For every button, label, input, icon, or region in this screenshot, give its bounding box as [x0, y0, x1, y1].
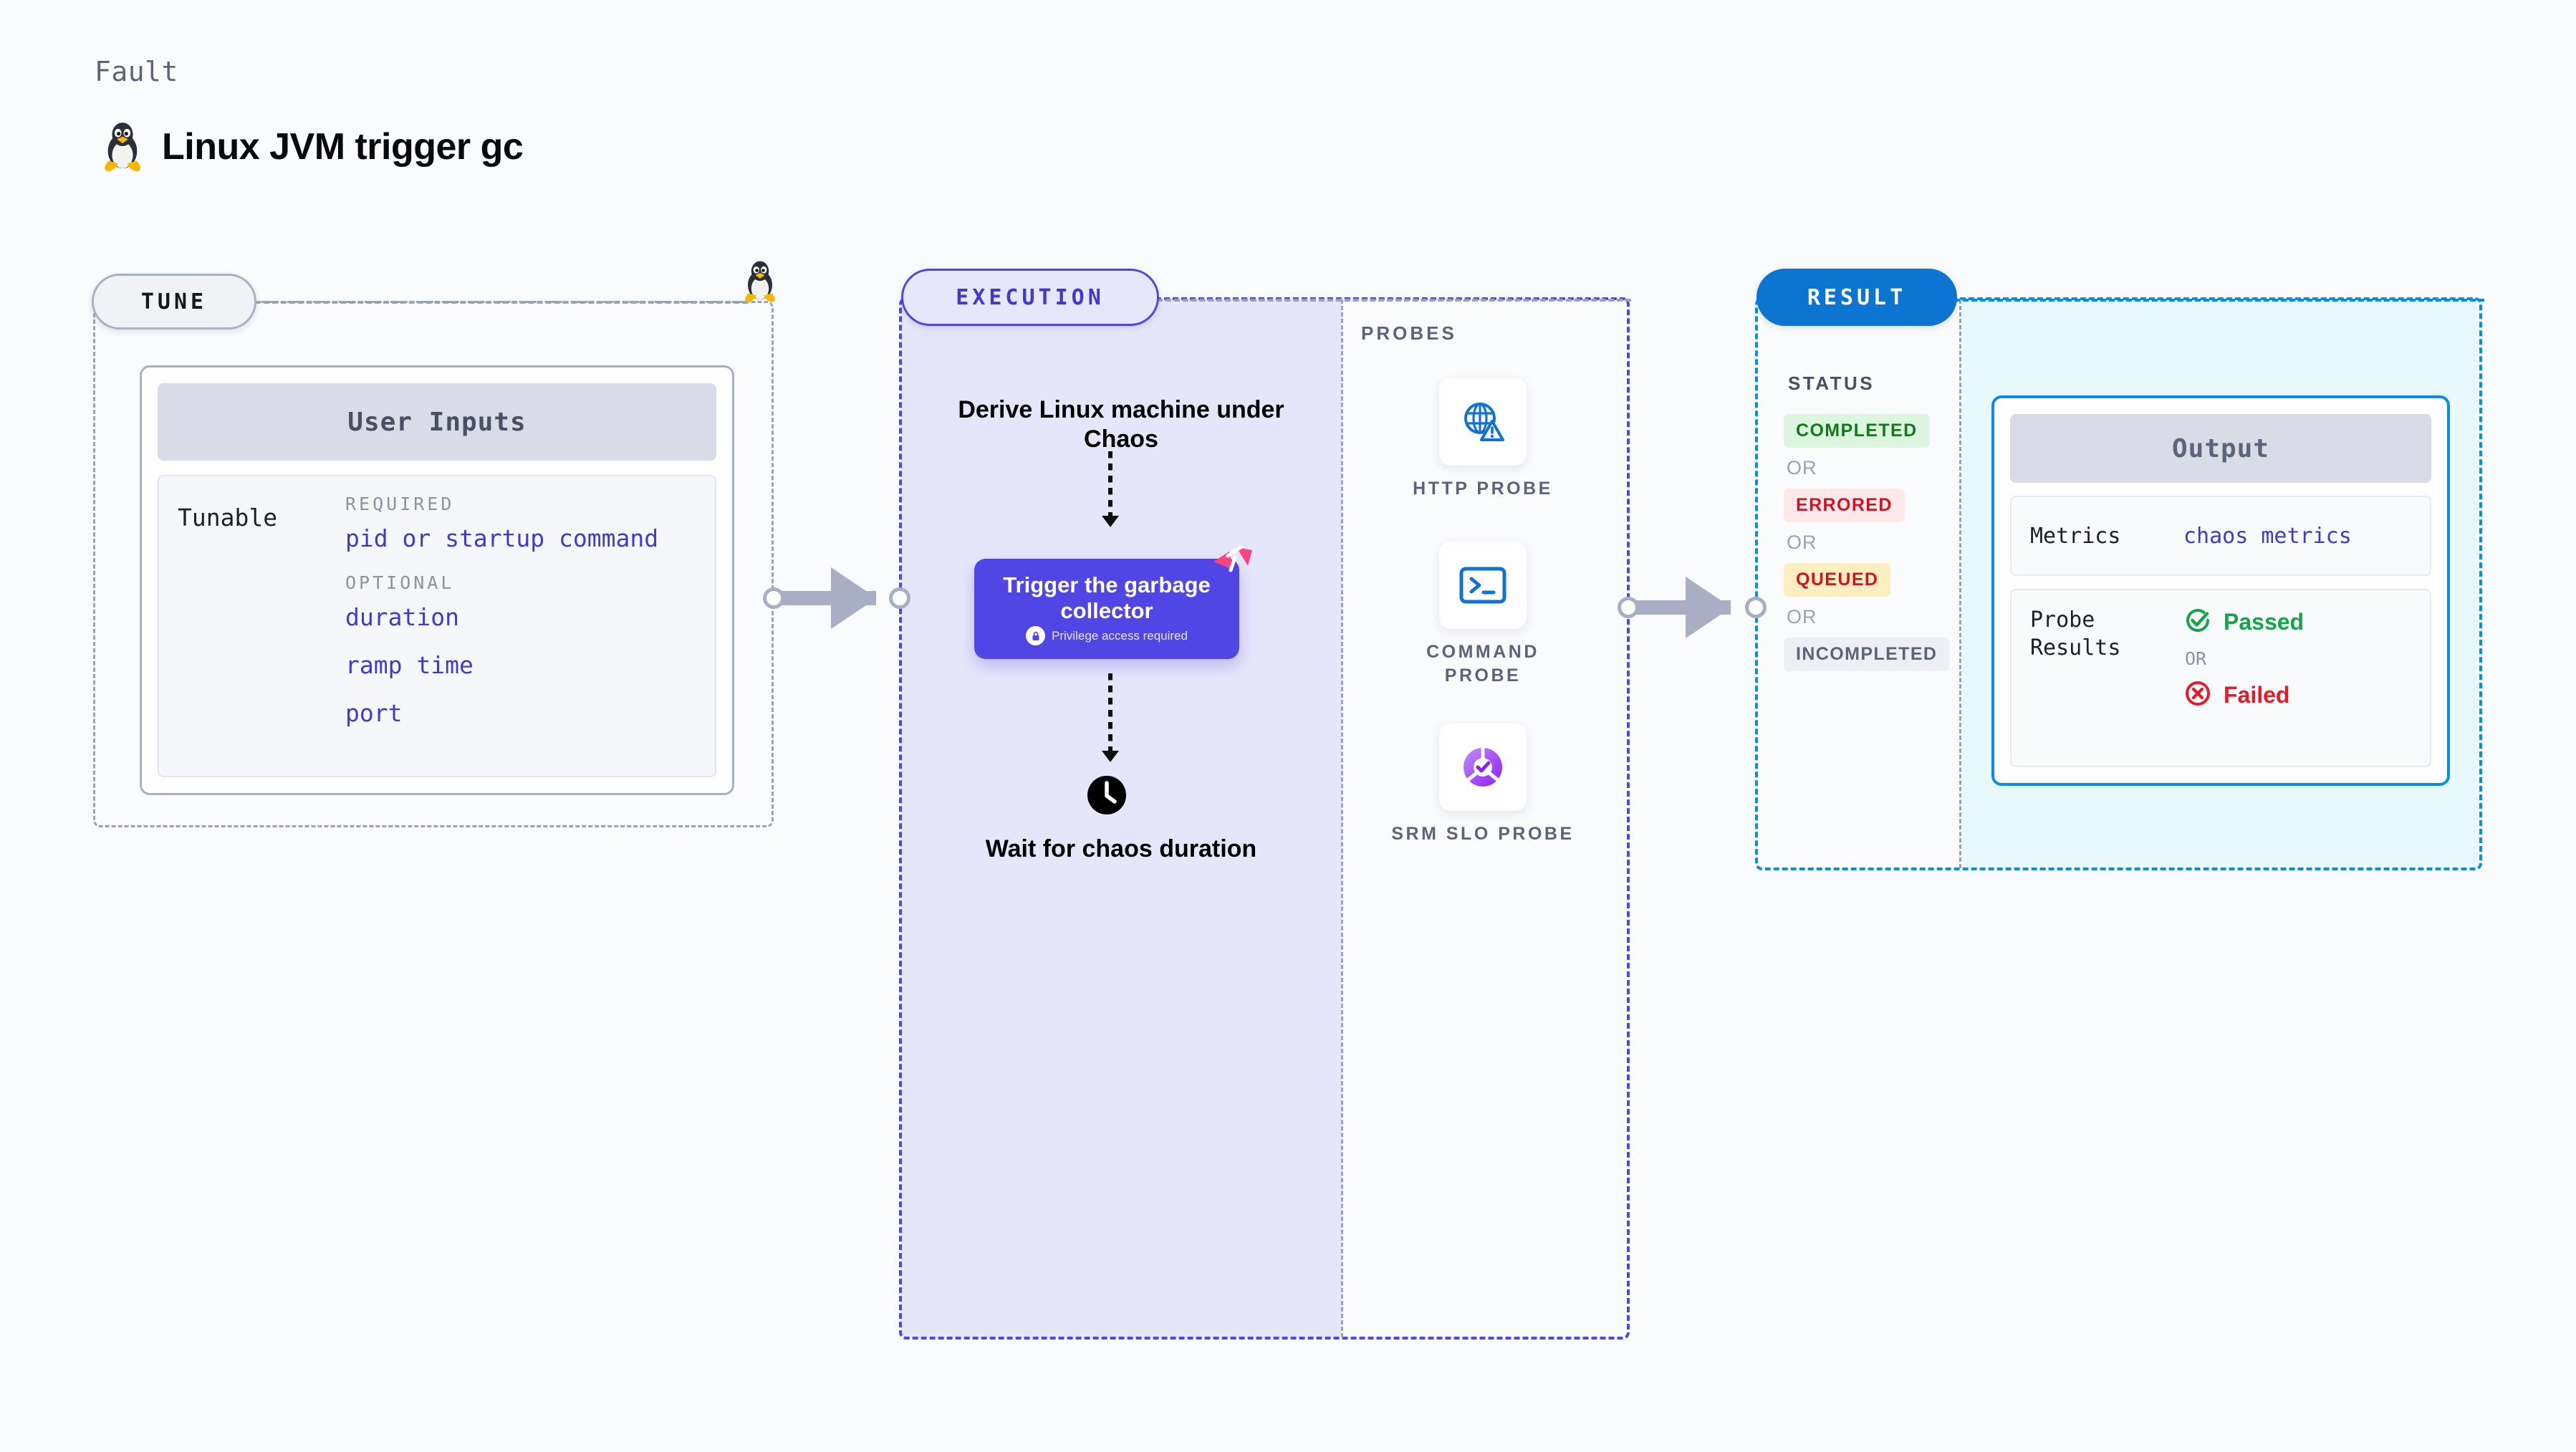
tunable-panel: Tunable REQUIRED pid or startup command … [158, 475, 716, 777]
tunable-item-ramp-time[interactable]: ramp time [345, 651, 474, 679]
check-circle-icon [2183, 606, 2212, 638]
status-badge-incompleted: INCOMPLETED [1784, 638, 1950, 671]
output-metrics-row: Metrics chaos metrics [2010, 496, 2431, 576]
execution-probes-divider [1341, 299, 1343, 1337]
flow-arrow-down-2 [1102, 673, 1119, 762]
status-badge-queued: QUEUED [1784, 563, 1891, 597]
fault-eyebrow: Fault [95, 56, 178, 87]
x-circle-icon [2183, 679, 2212, 711]
execution-step-wait: Wait for chaos duration [985, 835, 1257, 862]
output-metrics-value[interactable]: chaos metrics [2183, 523, 2352, 549]
tune-linux-penguin-icon [741, 259, 779, 304]
required-label: REQUIRED [345, 494, 455, 514]
probe-result-or: OR [2185, 648, 2207, 669]
execution-step-derive: Derive Linux machine under Chaos [958, 396, 1284, 453]
flow-arrow-down-1 [1102, 451, 1119, 527]
output-metrics-key: Metrics [2030, 523, 2121, 549]
donut-check-icon [1439, 723, 1527, 811]
output-probe-results-row: Probe Results Passed OR [2010, 589, 2431, 767]
privilege-notice-text: Privilege access required [1052, 628, 1188, 643]
status-badge-completed: COMPLETED [1784, 414, 1930, 448]
tunable-label: Tunable [178, 504, 278, 532]
status-badge-errored: ERRORED [1784, 489, 1905, 522]
probe-srm-slo[interactable]: SRM SLO PROBE [1390, 723, 1576, 846]
globe-warning-icon [1439, 378, 1527, 466]
user-inputs-card: User Inputs Tunable REQUIRED pid or star… [140, 365, 734, 795]
linux-penguin-icon [100, 120, 145, 173]
clock-icon [1087, 775, 1127, 819]
status-or-1: OR [1787, 457, 1817, 479]
trigger-gc-node[interactable]: Trigger the garbage collector Privilege … [974, 559, 1239, 659]
execution-pill[interactable]: EXECUTION [901, 269, 1159, 326]
terminal-prompt-icon [1439, 542, 1527, 629]
tunable-item-duration[interactable]: duration [345, 603, 459, 631]
output-card-title: Output [2010, 414, 2431, 483]
privilege-notice: Privilege access required [1026, 626, 1188, 646]
status-or-3: OR [1787, 606, 1817, 628]
user-inputs-title: User Inputs [158, 383, 716, 461]
probe-result-passed-label: Passed [2224, 609, 2305, 635]
connector-dot-right [889, 587, 910, 609]
probe-result-failed-label: Failed [2224, 682, 2290, 708]
tunable-list: REQUIRED pid or startup command OPTIONAL… [345, 494, 715, 776]
chaos-burst-icon [1212, 545, 1254, 587]
trigger-gc-title: Trigger the garbage collector [1003, 572, 1211, 623]
tune-pill[interactable]: TUNE [92, 274, 256, 330]
execution-connector-dash [1157, 299, 1631, 302]
result-output-divider [1959, 299, 1961, 868]
output-probe-results-key: Probe Results [2030, 607, 2121, 660]
status-section-label: STATUS [1788, 372, 1875, 394]
execution-fill [901, 299, 1342, 1337]
probe-result-failed: Failed [2183, 679, 2304, 711]
status-list: COMPLETED OR ERRORED OR QUEUED OR INCOMP… [1784, 414, 1950, 671]
probe-result-passed: Passed [2183, 606, 2304, 638]
probe-http-label: HTTP PROBE [1413, 479, 1553, 499]
probe-http[interactable]: HTTP PROBE [1390, 378, 1576, 501]
lock-icon [1026, 626, 1046, 646]
tune-connector-dash [255, 301, 748, 304]
probe-command-label: COMMAND PROBE [1426, 642, 1539, 686]
connector2-dot-right [1745, 597, 1767, 618]
probe-command[interactable]: COMMAND PROBE [1390, 542, 1576, 688]
result-connector-dash [1954, 299, 2484, 302]
probes-section-label: PROBES [1361, 322, 1457, 344]
tunable-item-port[interactable]: port [345, 699, 403, 727]
optional-label: OPTIONAL [345, 572, 455, 593]
page-title: Linux JVM trigger gc [162, 126, 524, 168]
probe-srm-slo-label: SRM SLO PROBE [1391, 824, 1575, 844]
status-or-2: OR [1787, 532, 1817, 553]
output-card: Output Metrics chaos metrics Probe Resul… [1991, 395, 2450, 786]
tunable-item-pid[interactable]: pid or startup command [345, 524, 659, 552]
result-pill[interactable]: RESULT [1756, 269, 1957, 326]
output-probe-results-values: Passed OR Failed [2183, 606, 2304, 750]
connector-arrowhead [831, 567, 877, 629]
connector2-arrowhead [1686, 577, 1731, 638]
fault-title-row: Linux JVM trigger gc [100, 120, 524, 173]
